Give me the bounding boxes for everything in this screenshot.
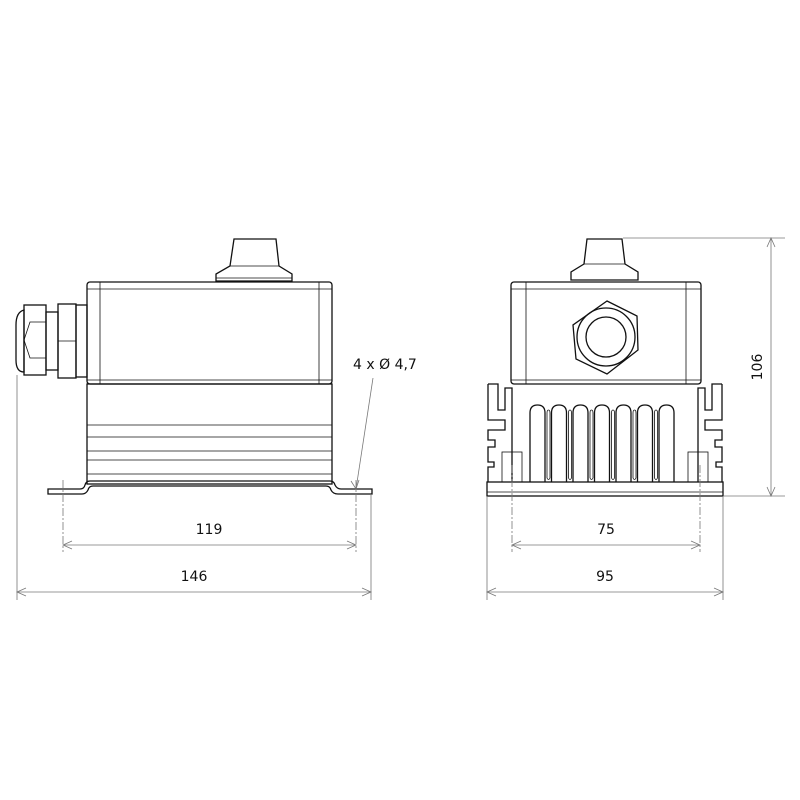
front-heatsink [486,383,724,552]
front-housing [510,281,702,385]
hole-leader-line [355,377,374,490]
side-knob [215,238,293,282]
heatsink-slot [654,409,658,480]
front-knob [570,238,639,281]
heatsink-slot [546,409,551,480]
hole-note: 4 x Ø 4,7 [353,357,417,373]
dim-label-146: 146 [181,569,208,585]
dim-label-119: 119 [196,522,223,538]
dim-label-106: 106 [750,354,766,381]
front-cable-gland [572,300,639,375]
front-dimensions: 75 95 106 [486,237,785,600]
heatsink-fin [572,404,589,482]
dim-label-95: 95 [596,569,614,585]
heatsink-fin [593,404,611,482]
cable-gland [15,303,88,379]
front-view: 75 95 106 [486,237,785,600]
heatsink-fin [615,404,632,482]
side-housing [86,281,333,385]
heatsink-fins [529,404,675,482]
heatsink-slot [568,409,572,480]
heatsink-fin [529,404,546,482]
heatsink-slot [611,409,615,480]
heatsink-slot [589,409,594,480]
side-heatsink-body [86,383,333,485]
dim-label-75: 75 [597,522,615,538]
heatsink-slot [632,409,637,480]
heatsink-fin [658,404,675,482]
side-dimensions: 119 146 4 x Ø 4,7 [16,357,417,600]
heatsink-fin [636,404,654,482]
side-view: 119 146 4 x Ø 4,7 [15,238,417,600]
mounting-bracket [47,480,373,495]
heatsink-fin [550,404,568,482]
